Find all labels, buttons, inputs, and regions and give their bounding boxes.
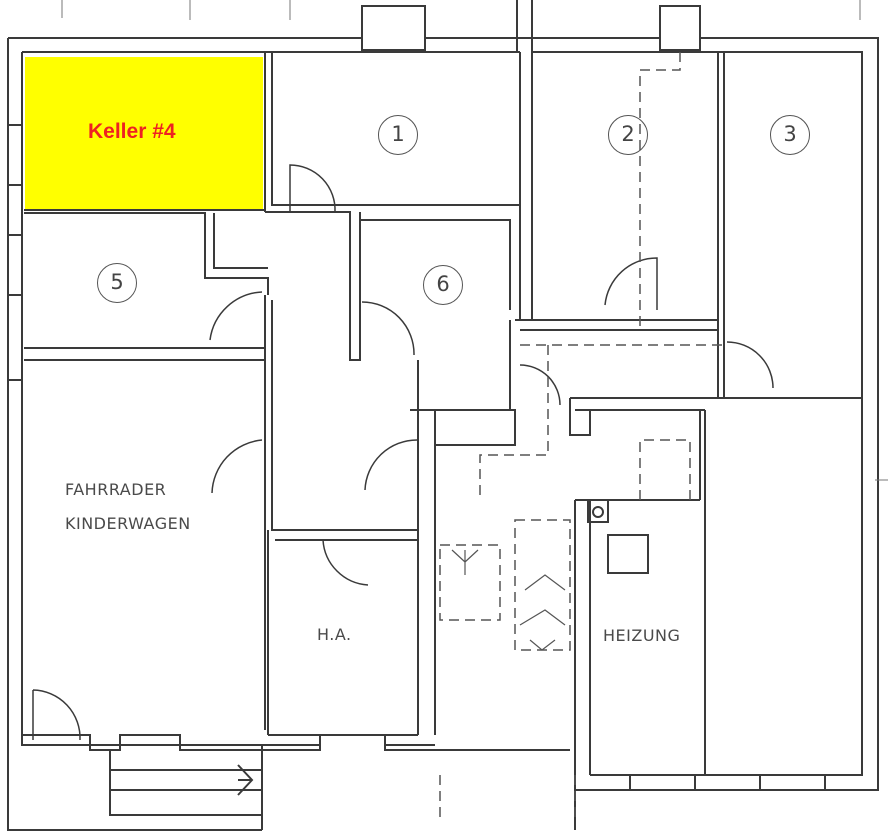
outer-wall	[7, 37, 879, 831]
keller-4-highlight	[25, 57, 263, 209]
room-2-number: 2	[608, 115, 648, 155]
door-r2	[604, 257, 658, 310]
door-corridor	[364, 439, 418, 491]
wall-r2-r3	[717, 52, 725, 398]
door-corridor2	[519, 364, 561, 406]
door-fahrrader	[211, 439, 263, 494]
door-entrance	[32, 689, 81, 741]
label-fahrrader: FAHRRADER	[65, 480, 167, 499]
door-r3	[726, 341, 774, 389]
door-ha	[322, 539, 369, 586]
label-ha: H.A.	[317, 625, 352, 644]
room-5-number: 5	[97, 263, 137, 303]
wall-r1-bottom	[264, 52, 520, 360]
keller-4-label: Keller #4	[88, 120, 176, 143]
room-3-number: 3	[770, 115, 810, 155]
door-r1	[289, 164, 336, 213]
door-r6	[361, 301, 415, 356]
room-6-number: 6	[423, 265, 463, 305]
room-1-number: 1	[378, 115, 418, 155]
door-r5	[209, 291, 263, 341]
label-kinderwagen: KINDERWAGEN	[65, 514, 191, 533]
label-heizung: HEIZUNG	[603, 626, 681, 645]
